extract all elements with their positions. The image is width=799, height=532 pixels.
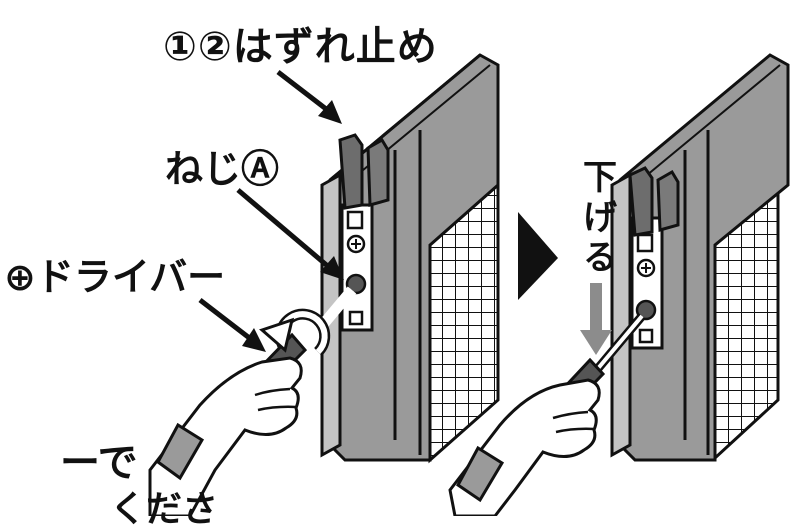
cut-text-line-1: ーで xyxy=(60,440,138,486)
screw-label: ねじⒶ xyxy=(165,147,280,191)
driver-label: ⊕ドライバー xyxy=(4,255,226,299)
triangle-next-icon xyxy=(518,212,558,300)
right-window-frame xyxy=(610,53,790,462)
hand-icon xyxy=(148,356,303,516)
cut-text-line-2: くださ xyxy=(110,489,219,530)
lower-label: 下 げ る xyxy=(580,158,620,278)
lower-char-2: げ xyxy=(583,198,617,238)
hand-icon-right xyxy=(448,378,601,516)
lower-char-3: る xyxy=(583,238,617,278)
installation-diagram xyxy=(148,53,790,516)
arrow-icon-screw xyxy=(236,188,344,280)
left-window-frame xyxy=(320,53,500,464)
arrow-icon-driver xyxy=(198,298,266,352)
lower-char-1: 下 xyxy=(583,158,617,198)
down-arrow-icon xyxy=(580,283,612,355)
rotate-arrow-icon xyxy=(259,308,331,356)
arrow-icon-stopper xyxy=(276,70,342,124)
stopper-label: ①②はずれ止め xyxy=(163,24,438,70)
